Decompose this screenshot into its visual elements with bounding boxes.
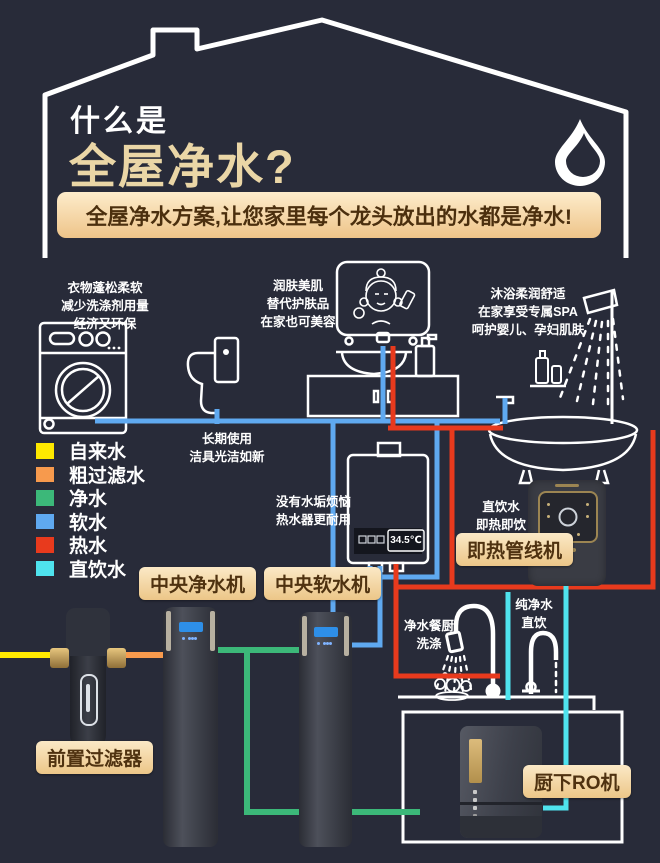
note-pure-drink: 纯净水直饮 [515,598,553,630]
softener-device [299,612,352,847]
legend-swatch [36,490,54,506]
page-title-line1: 什么是 [70,105,169,138]
drinking-faucet-icon [522,630,559,694]
ro-device [460,726,542,838]
toilet-icon [186,336,240,415]
badge-purifier: 中央净水机 [139,567,257,600]
note-washer: 衣物蓬松柔软减少洗涤剂用量经济又环保 [61,281,149,331]
banner: 全屋净水方案,让您家里每个龙头放出的水都是净水! [57,192,601,238]
house-outline-icon [42,17,629,258]
legend-swatch [36,443,54,459]
kitchen-faucet-icon [434,603,501,699]
badge-prefilter: 前置过滤器 [36,741,154,774]
legend-row: 自来水 [36,442,145,463]
bathtub-icon [487,395,639,485]
legend-swatch [36,537,54,553]
badge-softener: 中央软水机 [264,567,382,600]
badge-ro: 厨下RO机 [523,765,631,798]
legend-row: 净水 [36,489,145,510]
pipe-hot-water [388,346,656,679]
mirror-icon [335,260,431,337]
page-title-line2: 全屋净水? [69,140,296,193]
dispenser-device [528,480,606,586]
prefilter-device [50,608,126,760]
shower-icon [530,288,625,424]
note-kitchen-wash: 净水餐厨洗涤 [403,619,454,651]
legend-row: 软水 [36,513,145,534]
note-mirror: 润肤美肌替代护肤品在家也可美容 [260,279,336,329]
heater-temp-display: 34.5℃ [390,535,422,546]
legend-swatch [36,466,54,482]
note-toilet: 长期使用洁具光洁如新 [189,432,265,464]
water-heater-icon [346,441,430,573]
legend-swatch [36,560,54,576]
legend-row: 热水 [36,536,145,557]
purifier-device [163,607,218,847]
washing-machine-icon [38,321,128,435]
legend: 自来水 粗过滤水 净水 软水 热水 直饮水 [36,442,145,584]
badge-dispenser: 即热管线机 [456,533,574,566]
note-dispenser: 直饮水即热即饮 [475,500,526,532]
legend-swatch [36,513,54,529]
pipe-purified [214,647,420,815]
legend-row: 直饮水 [36,560,145,581]
water-drop-icon [555,119,605,186]
legend-row: 粗过滤水 [36,466,145,487]
pipe-drinking-water [505,583,569,811]
note-heater: 没有水垢烦恼热水器更耐用 [276,495,352,527]
